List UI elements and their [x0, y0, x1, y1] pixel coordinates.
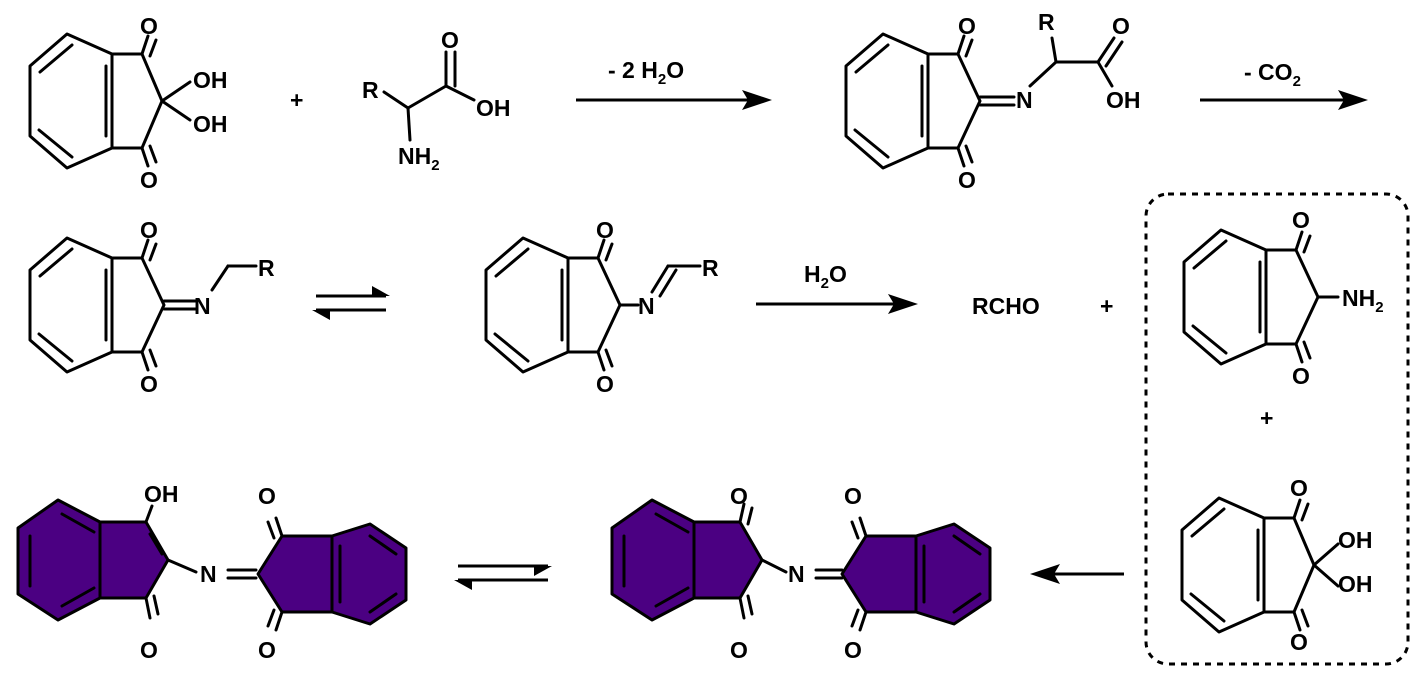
atom-o: O [844, 637, 862, 663]
atom-r: R [702, 255, 719, 281]
atom-o: O [844, 483, 862, 509]
atom-n: N [788, 561, 805, 587]
plus-sign: + [1260, 405, 1273, 431]
atom-o: O [258, 637, 276, 663]
arrow-label-hydrolysis: H2O [804, 261, 847, 292]
atom-oh: OH [1106, 87, 1141, 113]
atom-o: O [140, 637, 158, 663]
atom-o: O [596, 217, 614, 243]
atom-nh2: NH2 [398, 143, 440, 174]
atom-oh: OH [1338, 571, 1373, 597]
regeneration-box [1144, 192, 1410, 666]
label-part: 2 [658, 71, 666, 88]
atom-o: O [730, 637, 748, 663]
atom-o: O [140, 167, 158, 193]
imine-intermediate-2: O O N R [484, 217, 719, 397]
atom-o: O [140, 13, 158, 39]
label-part: NH [1342, 285, 1375, 311]
atom-o: O [258, 483, 276, 509]
amino-indanedione: O O NH2 [1182, 207, 1384, 389]
atom-o: O [441, 27, 459, 53]
atom-n: N [1016, 87, 1033, 113]
atom-oh: OH [476, 95, 511, 121]
reaction-arrow-4 [1030, 564, 1124, 584]
imine-intermediate-1: O O N R [28, 217, 275, 397]
equilibrium-arrows-1 [312, 286, 390, 320]
label-part: - CO [1244, 59, 1293, 85]
plus-sign: + [1100, 293, 1113, 319]
amino-acid: R O OH NH2 [362, 27, 511, 174]
atom-r: R [1038, 9, 1055, 35]
ninhydrin-reactant: O O OH OH [28, 13, 228, 193]
label-part: 2 [1293, 73, 1301, 90]
aldehyde-product: RCHO [972, 293, 1040, 319]
ninhydrin-second: O O OH OH [1180, 475, 1373, 655]
ruhemanns-purple-keto: O O N O O [610, 483, 992, 663]
equilibrium-arrows-2 [454, 564, 552, 590]
atom-o: O [1112, 13, 1130, 39]
atom-o: O [1290, 629, 1308, 655]
atom-nh2: NH2 [1342, 285, 1384, 316]
atom-oh: OH [1338, 527, 1373, 553]
label-part: NH [398, 143, 431, 169]
arrow-label-decarboxylation: - CO2 [1244, 59, 1301, 90]
reaction-arrow-1: - 2 H2O [576, 57, 772, 110]
label-part: 2 [431, 157, 439, 174]
atom-n: N [194, 293, 211, 319]
atom-o: O [140, 371, 158, 397]
atom-oh: OH [144, 481, 179, 507]
reaction-arrow-2: - CO2 [1200, 59, 1368, 110]
atom-n: N [638, 293, 655, 319]
atom-o: O [596, 371, 614, 397]
label-part: 2 [1375, 299, 1383, 316]
atom-o: O [1292, 207, 1310, 233]
label-part: O [829, 261, 847, 287]
atom-o: O [140, 217, 158, 243]
ruhemanns-purple-enol: OH O N O O [16, 481, 408, 663]
plus-sign: + [290, 87, 303, 113]
atom-oh: OH [193, 67, 228, 93]
label-part: H [804, 261, 821, 287]
label-part: - 2 H [608, 57, 658, 83]
label-part: O [666, 57, 684, 83]
arrow-label-dehydration: - 2 H2O [608, 57, 684, 88]
reaction-arrow-3: H2O [756, 261, 918, 314]
atom-oh: OH [193, 111, 228, 137]
atom-o: O [730, 483, 748, 509]
imine-acid-intermediate: O O N R O OH [844, 9, 1141, 193]
atom-r: R [362, 77, 379, 103]
label-part: 2 [821, 275, 829, 292]
atom-n: N [200, 561, 217, 587]
atom-r: R [258, 255, 275, 281]
atom-o: O [1290, 475, 1308, 501]
atom-o: O [958, 13, 976, 39]
atom-o: O [958, 167, 976, 193]
atom-o: O [1292, 363, 1310, 389]
